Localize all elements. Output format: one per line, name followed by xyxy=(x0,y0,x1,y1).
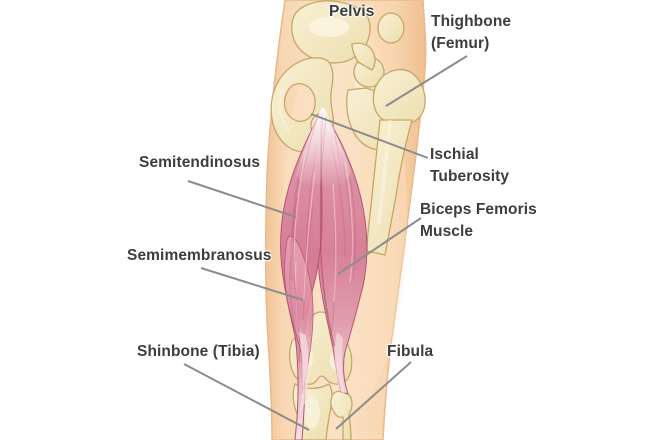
semimembranosus-label-text: Semimembranosus xyxy=(127,247,272,264)
semimembranosus-label: Semimembranosus xyxy=(127,245,272,267)
femur-shaft-highlight xyxy=(377,120,392,224)
thighbone-label-line2: (Femur) xyxy=(431,35,490,52)
ischial-tuberosity-label: Ischial Tuberosity xyxy=(430,144,509,188)
iliac-knob xyxy=(377,12,405,44)
tibia-highlight xyxy=(304,396,320,428)
fibula-label-text: Fibula xyxy=(387,343,434,360)
leader-lines xyxy=(183,55,468,431)
pelvis-label-text: Pelvis xyxy=(329,3,375,20)
fibula-label: Fibula xyxy=(387,341,433,363)
femur-bone xyxy=(288,56,426,385)
biceps-femoris-label-line1: Biceps Femoris xyxy=(420,201,537,218)
biceps-femoris-label-line2: Muscle xyxy=(420,223,474,240)
semitendinosus-label-text: Semitendinosus xyxy=(139,154,261,171)
ring-highlight xyxy=(278,88,290,132)
ischial-tuberosity-leader-line xyxy=(310,113,429,159)
thighbone-label: Thighbone (Femur) xyxy=(431,11,511,55)
pelvis-label: Pelvis xyxy=(329,1,374,23)
fibula-leader-line xyxy=(335,361,412,430)
fibula-bone xyxy=(330,390,353,440)
hamstring-muscles xyxy=(280,108,368,440)
semimembranosus-leader-line xyxy=(200,267,304,301)
ischial-tuberosity-label-line1: Ischial xyxy=(430,146,479,163)
ilium-highlight xyxy=(309,17,349,37)
biceps-femoris-label: Biceps Femoris Muscle xyxy=(420,199,537,243)
distal-tendon-pale-right xyxy=(334,332,345,395)
semitendinosus-leader-line xyxy=(187,180,297,218)
acetabular-column xyxy=(351,42,376,71)
tendon-strand-lines xyxy=(301,114,343,181)
shinbone-leader-line xyxy=(183,363,310,431)
shinbone-label-text: Shinbone (Tibia) xyxy=(137,343,260,360)
shinbone-label: Shinbone (Tibia) xyxy=(137,341,260,363)
ischial-tuberosity-label-line2: Tuberosity xyxy=(430,168,510,185)
semitendinosus-label: Semitendinosus xyxy=(139,152,260,174)
thighbone-leader-line xyxy=(385,55,468,107)
biceps-femoris-leader-line xyxy=(337,217,422,275)
distal-tendon-pale-left xyxy=(299,332,309,414)
thighbone-label-line1: Thighbone xyxy=(431,13,512,30)
